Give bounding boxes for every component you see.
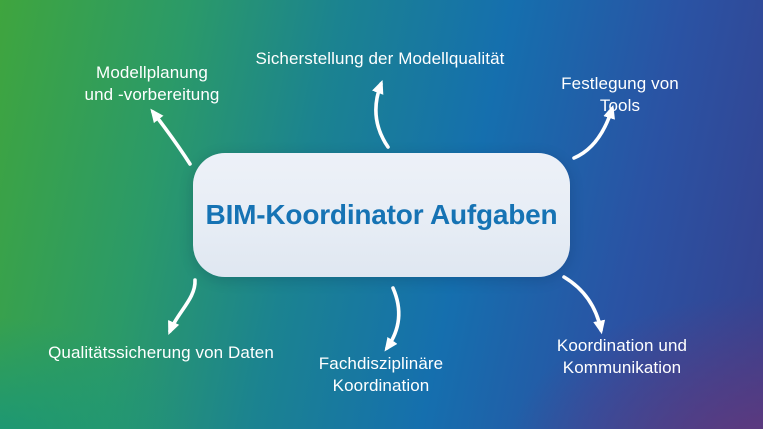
arrow-to-sicherstellung [372,79,390,149]
node-koordination-und-kommunikation: Koordination und Kommunikation [556,335,688,377]
arrow-to-koordination [562,275,606,335]
arrow-to-modellplanung [150,108,192,166]
node-modellplanung: Modellplanung und -vorbereitung [84,62,220,104]
node-qualitaetssicherung-von-daten: Qualitätssicherung von Daten [48,342,274,362]
arrow-to-fachdisziplinaere [384,286,401,352]
node-sicherstellung-modellqualitaet: Sicherstellung der Modellqualität [255,48,505,68]
node-festlegung-von-tools: Festlegung von Tools [561,73,679,115]
node-fachdisziplinaere-koordination: Fachdisziplinäre Koordination [318,353,444,395]
center-node: BIM-Koordinator Aufgaben [193,153,570,277]
arrow-to-qualitaetssicherung [168,278,197,335]
center-node-title: BIM-Koordinator Aufgaben [205,199,558,230]
